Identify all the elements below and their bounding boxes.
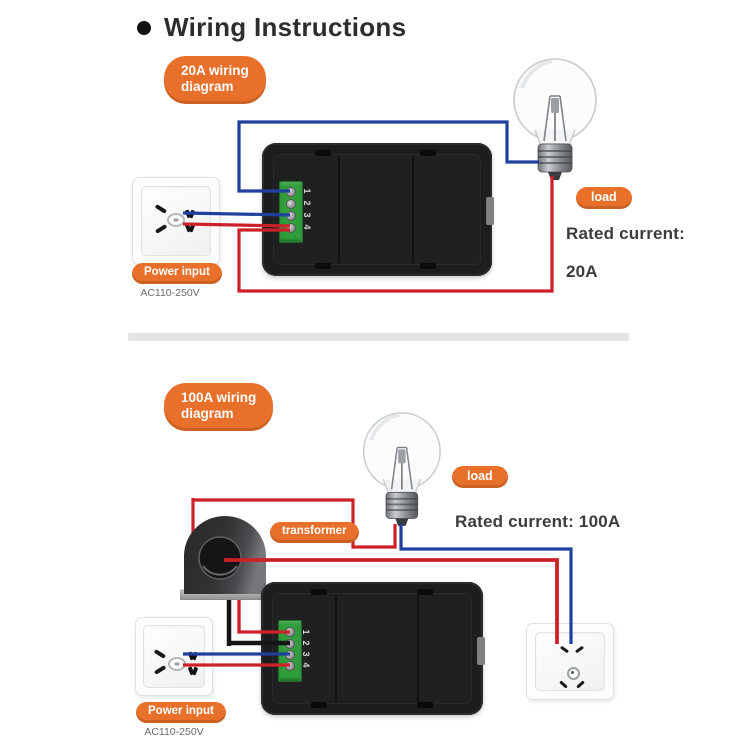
terminal-screw-1 [286, 187, 296, 197]
terminal-number: 3 [301, 651, 311, 657]
badge-load-20a: load [576, 187, 632, 209]
device-seam [417, 595, 419, 702]
device-clip [311, 702, 327, 708]
device-clip [420, 263, 436, 269]
mains-socket-100a [526, 623, 614, 700]
device-clip [417, 589, 433, 595]
badge-transformer: transformer [270, 522, 359, 543]
socket-prong-icon [183, 209, 196, 221]
socket-slot-icon [153, 649, 167, 659]
socket-slot-icon [153, 665, 167, 675]
socket-slot-icon [559, 645, 570, 654]
terminal-block [279, 181, 303, 243]
meter-device-100a: 1 2 3 4 [261, 582, 485, 715]
terminal-screw-4 [285, 661, 295, 671]
terminal-number: 2 [302, 200, 312, 206]
device-side-button [477, 637, 485, 665]
socket-slot-icon [574, 645, 585, 654]
socket-oval-hole-icon [168, 657, 186, 671]
badge-100a-wiring-diagram: 100A wiring diagram [164, 383, 274, 431]
socket-face [535, 632, 605, 691]
bullet-icon [137, 20, 151, 35]
terminal-number: 4 [301, 662, 311, 668]
terminal-number: 3 [302, 212, 312, 218]
light-bulb-20a [513, 58, 597, 180]
rated-current-value-20a: 20A [566, 262, 598, 281]
socket-face [143, 625, 205, 688]
terminal-number: 1 [302, 188, 312, 194]
device-clip [420, 150, 436, 156]
section-divider [128, 333, 629, 341]
terminal-screw-3 [285, 650, 295, 660]
power-input-socket-20a [132, 177, 220, 265]
terminal-number: 1 [301, 629, 311, 635]
socket-slot-icon [576, 680, 585, 689]
socket-slot-icon [559, 680, 568, 689]
badge-power-input-100a: Power input [136, 702, 226, 723]
power-input-socket-100a [135, 617, 213, 696]
terminal-number: 4 [302, 224, 312, 230]
device-seam [412, 156, 414, 263]
terminal-number: 2 [301, 640, 311, 646]
header: Wiring Instructions [137, 12, 406, 43]
socket-round-hole-icon [567, 667, 580, 680]
current-transformer [180, 516, 270, 600]
terminal-screw-4 [286, 223, 296, 233]
badge-20a-wiring-diagram: 20A wiring diagram [164, 56, 266, 104]
device-clip [311, 589, 327, 595]
device-seam [338, 156, 340, 263]
device-clip [417, 702, 433, 708]
socket-face [141, 186, 211, 256]
terminal-block [278, 620, 302, 682]
page-title: Wiring Instructions [164, 12, 407, 42]
voltage-text-20a: AC110-250V [140, 287, 200, 299]
socket-slot-icon [154, 224, 168, 234]
socket-prong-icon [183, 223, 196, 235]
socket-prong-icon [186, 666, 199, 678]
terminal-screw-1 [285, 627, 295, 637]
voltage-text-100a: AC110-250V [144, 726, 204, 738]
rated-current-text-100a: Rated current: 100A [455, 512, 621, 531]
device-side-button [486, 197, 494, 225]
socket-slot-icon [154, 204, 168, 214]
badge-power-input-20a: Power input [132, 263, 222, 284]
socket-prong-icon [186, 651, 199, 663]
terminal-screw-3 [286, 211, 296, 221]
badge-load-100a: load [452, 466, 508, 488]
device-clip [315, 150, 331, 156]
light-bulb-100a [362, 412, 441, 526]
device-clip [315, 263, 331, 269]
terminal-screw-2 [286, 199, 296, 209]
rated-current-label-20a: Rated current: [566, 224, 685, 243]
meter-device-20a: 1 2 3 4 [262, 143, 494, 276]
terminal-screw-2 [285, 639, 295, 649]
device-seam [335, 595, 337, 702]
